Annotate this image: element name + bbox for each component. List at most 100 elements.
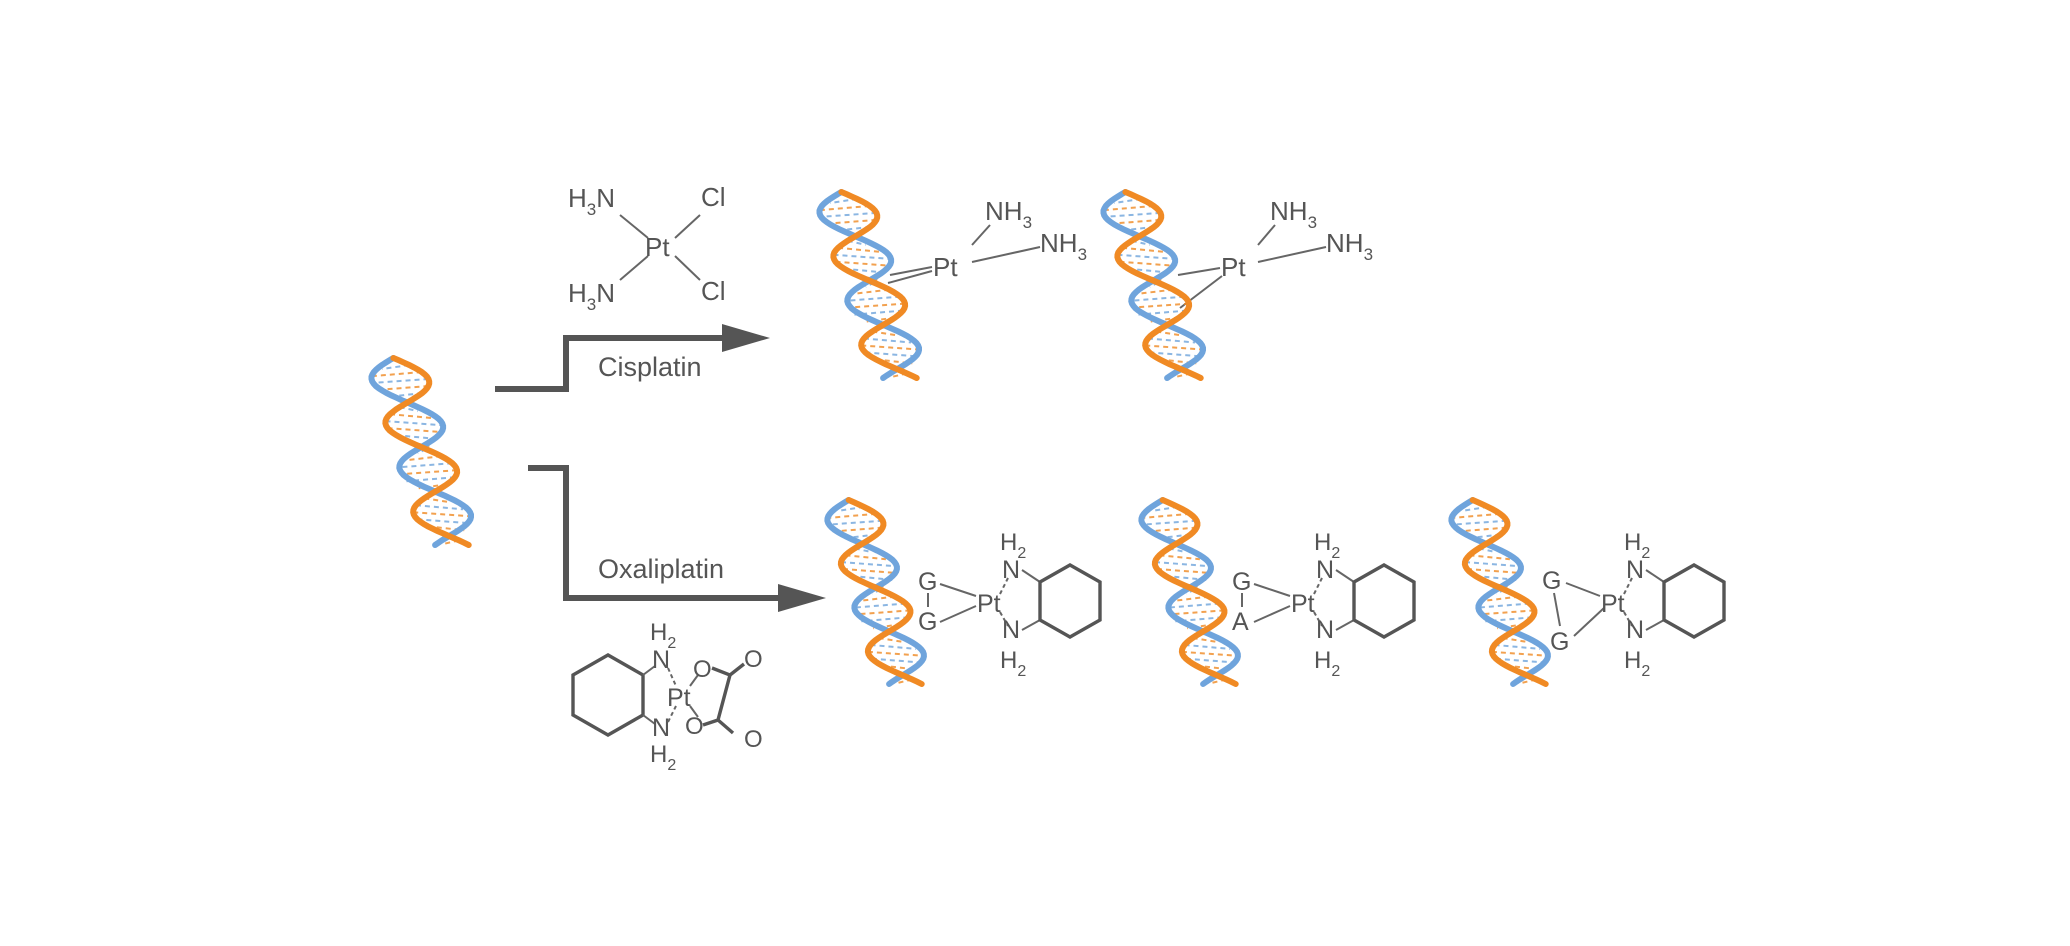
oxaliplatin-structure: N N H2 H2 Pt O O O O [571, 619, 763, 774]
adenine-label: A [1232, 608, 1249, 636]
base-pair [821, 204, 870, 211]
base-pair [1464, 561, 1519, 568]
base-pair [861, 344, 919, 351]
base-pair [870, 643, 917, 650]
base-pair [1119, 260, 1176, 267]
platinum-label: Pt [1601, 590, 1625, 618]
base-pair [1141, 519, 1197, 526]
platinum-label: Pt [1291, 590, 1315, 618]
base-pair [833, 253, 889, 260]
oxygen-label: O [685, 713, 704, 740]
dna-strand-blue [1448, 497, 1551, 687]
oxaliplatin-arrow [528, 465, 826, 612]
guanine-label: G [918, 608, 937, 636]
base-pair [840, 561, 895, 568]
base-pair [854, 288, 890, 295]
dna-strand-blue [816, 189, 922, 381]
base-pair [1175, 595, 1210, 602]
base-pair [848, 295, 901, 302]
nitrogen-label: N [652, 714, 670, 742]
nitrogen-label: N [1316, 556, 1334, 584]
base-pair [1494, 643, 1541, 650]
platinum-label: Pt [933, 252, 958, 282]
base-pair [854, 609, 911, 616]
ammine-label: NH3 [985, 196, 1032, 232]
base-pair [385, 420, 441, 427]
dna-helix-icon [816, 189, 922, 381]
cisplatin-label: Cisplatin [598, 352, 702, 382]
dna-helix-icon [1138, 497, 1241, 687]
base-pair [1491, 650, 1548, 657]
base-pair [867, 650, 924, 657]
base-pair [1169, 602, 1220, 609]
oxaliplatin-label: Oxaliplatin [598, 554, 724, 584]
guanine-label: G [1550, 628, 1569, 656]
oxaliplatin-adduct-ga: G A Pt N N H2 H2 [1232, 529, 1416, 680]
base-pair [1138, 288, 1174, 295]
platinum-label: Pt [645, 232, 670, 262]
platinum-label: Pt [1221, 252, 1246, 282]
base-pair [1128, 267, 1171, 274]
nitrogen-label: N [652, 646, 670, 674]
hydrogen-label: H2 [1314, 647, 1340, 680]
cisplatin-adduct-intrastrand: Pt NH3 NH3 [887, 196, 1087, 284]
base-pair [1132, 295, 1185, 302]
base-pair [1184, 643, 1231, 650]
base-pair [844, 267, 887, 274]
hydrogen-label: H2 [1000, 529, 1026, 562]
base-pair [387, 427, 444, 434]
oxygen-label: O [693, 656, 712, 683]
dna-helix-icon [1448, 497, 1551, 687]
amine-label: H3N [568, 183, 615, 219]
dna-helix-icon [824, 497, 927, 687]
chloride-label: Cl [701, 182, 726, 212]
base-pair [1122, 246, 1164, 253]
guanine-label: G [1232, 568, 1251, 596]
base-pair [399, 469, 458, 476]
base-pair [396, 434, 439, 441]
hydrogen-label: H2 [1624, 529, 1650, 562]
base-pair [1466, 568, 1521, 574]
hydrogen-label: H2 [1000, 647, 1026, 680]
oxygen-label: O [744, 646, 763, 673]
base-pair [413, 511, 471, 518]
base-pair [1105, 204, 1154, 211]
cisplatin-structure: H3N Cl Pt H3N Cl [568, 182, 726, 314]
base-pair [851, 574, 893, 581]
base-pair [415, 504, 464, 511]
base-pair [1147, 337, 1196, 344]
oxaliplatin-adduct-interstrand: G G Pt N N H2 H2 [1542, 529, 1726, 680]
ammine-label: NH3 [1040, 228, 1087, 264]
base-pair [390, 413, 432, 420]
base-pair [861, 595, 896, 602]
base-pair [835, 260, 892, 267]
dna-strand-blue [368, 355, 474, 548]
dna-strand-orange [1114, 189, 1204, 381]
base-pair [863, 337, 912, 344]
dna-strand-orange [837, 497, 925, 687]
base-pair [1156, 568, 1211, 574]
base-pair [847, 302, 906, 309]
base-pair [1103, 211, 1161, 218]
base-pair [1117, 253, 1173, 260]
platinum-label: Pt [667, 684, 691, 712]
dna-strand-orange [830, 189, 920, 381]
dna-strand-orange [1151, 497, 1239, 687]
base-pair [1181, 650, 1238, 657]
base-pair [829, 512, 877, 519]
base-pair [1145, 344, 1203, 351]
base-pair [1453, 512, 1501, 519]
oxygen-label: O [744, 726, 763, 753]
base-pair [1165, 574, 1207, 581]
guanine-label: G [918, 568, 937, 596]
dna-strand-orange [1461, 497, 1549, 687]
base-pair [1131, 302, 1190, 309]
nitrogen-label: N [1316, 616, 1334, 644]
base-pair [855, 602, 906, 609]
dna-helix-icon [368, 355, 474, 548]
base-pair [1485, 595, 1520, 602]
base-pair [1479, 602, 1530, 609]
base-pair [373, 371, 422, 378]
base-pair [1475, 574, 1517, 581]
